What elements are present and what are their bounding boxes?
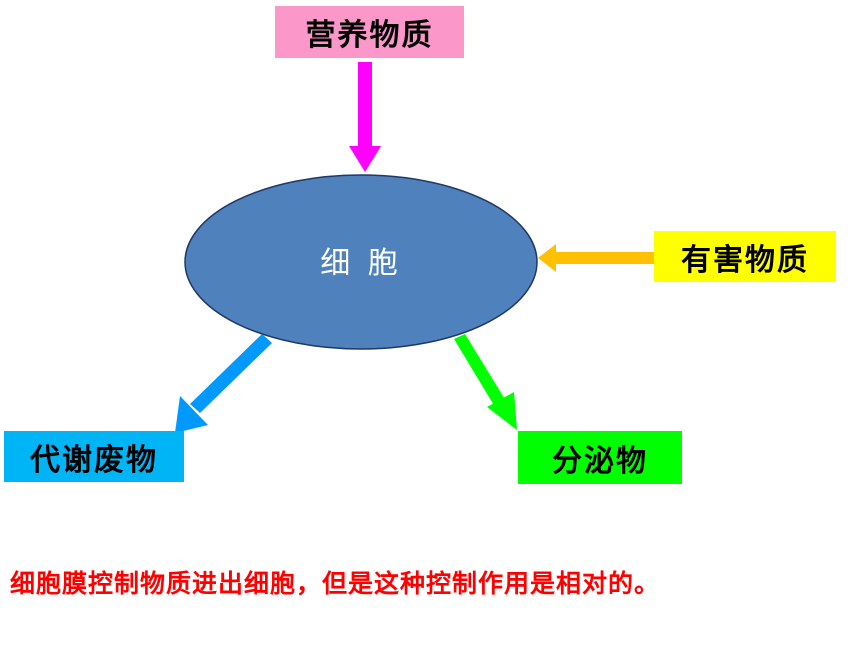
node-harmful-label: 有害物质 xyxy=(681,242,809,278)
node-waste-label: 代谢废物 xyxy=(30,442,158,478)
arrow-nutrients-in xyxy=(349,62,381,172)
cell-ellipse xyxy=(184,174,538,350)
cell-label: 细 胞 xyxy=(320,246,402,281)
arrow-harmful-in xyxy=(538,244,654,272)
footer-note: 细胞膜控制物质进出细胞，但是这种控制作用是相对的。 xyxy=(10,569,661,598)
arrow-secretion-out xyxy=(454,334,517,430)
node-nutrients: 营养物质 xyxy=(275,6,464,58)
node-secretion-label: 分泌物 xyxy=(552,443,648,479)
node-metabolic-waste: 代谢废物 xyxy=(4,431,184,482)
arrow-waste-out xyxy=(175,334,272,433)
node-harmful-substances: 有害物质 xyxy=(654,231,836,282)
node-nutrients-label: 营养物质 xyxy=(305,18,434,53)
node-secretion: 分泌物 xyxy=(518,431,682,484)
